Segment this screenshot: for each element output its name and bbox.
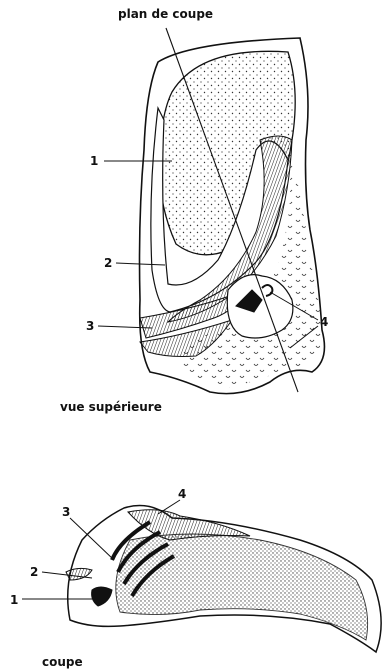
section-label-3: 3: [62, 505, 70, 519]
top-view-caption: vue supérieure: [60, 400, 162, 414]
section-label-1: 1: [10, 593, 18, 607]
top-label-3: 3: [86, 319, 94, 333]
top-label-1: 1: [90, 154, 98, 168]
top-label-4: 4: [320, 315, 328, 329]
section-label-4: 4: [178, 487, 186, 501]
section-view-caption: coupe: [42, 655, 83, 669]
plan-de-coupe-label: plan de coupe: [118, 7, 213, 21]
top-label-2: 2: [104, 256, 112, 270]
top-view: plan de coupe 1 2 3 4 vue supérieure: [60, 7, 328, 414]
section-view: 1 2 3 4 coupe: [10, 487, 381, 669]
section-label-2: 2: [30, 565, 38, 579]
